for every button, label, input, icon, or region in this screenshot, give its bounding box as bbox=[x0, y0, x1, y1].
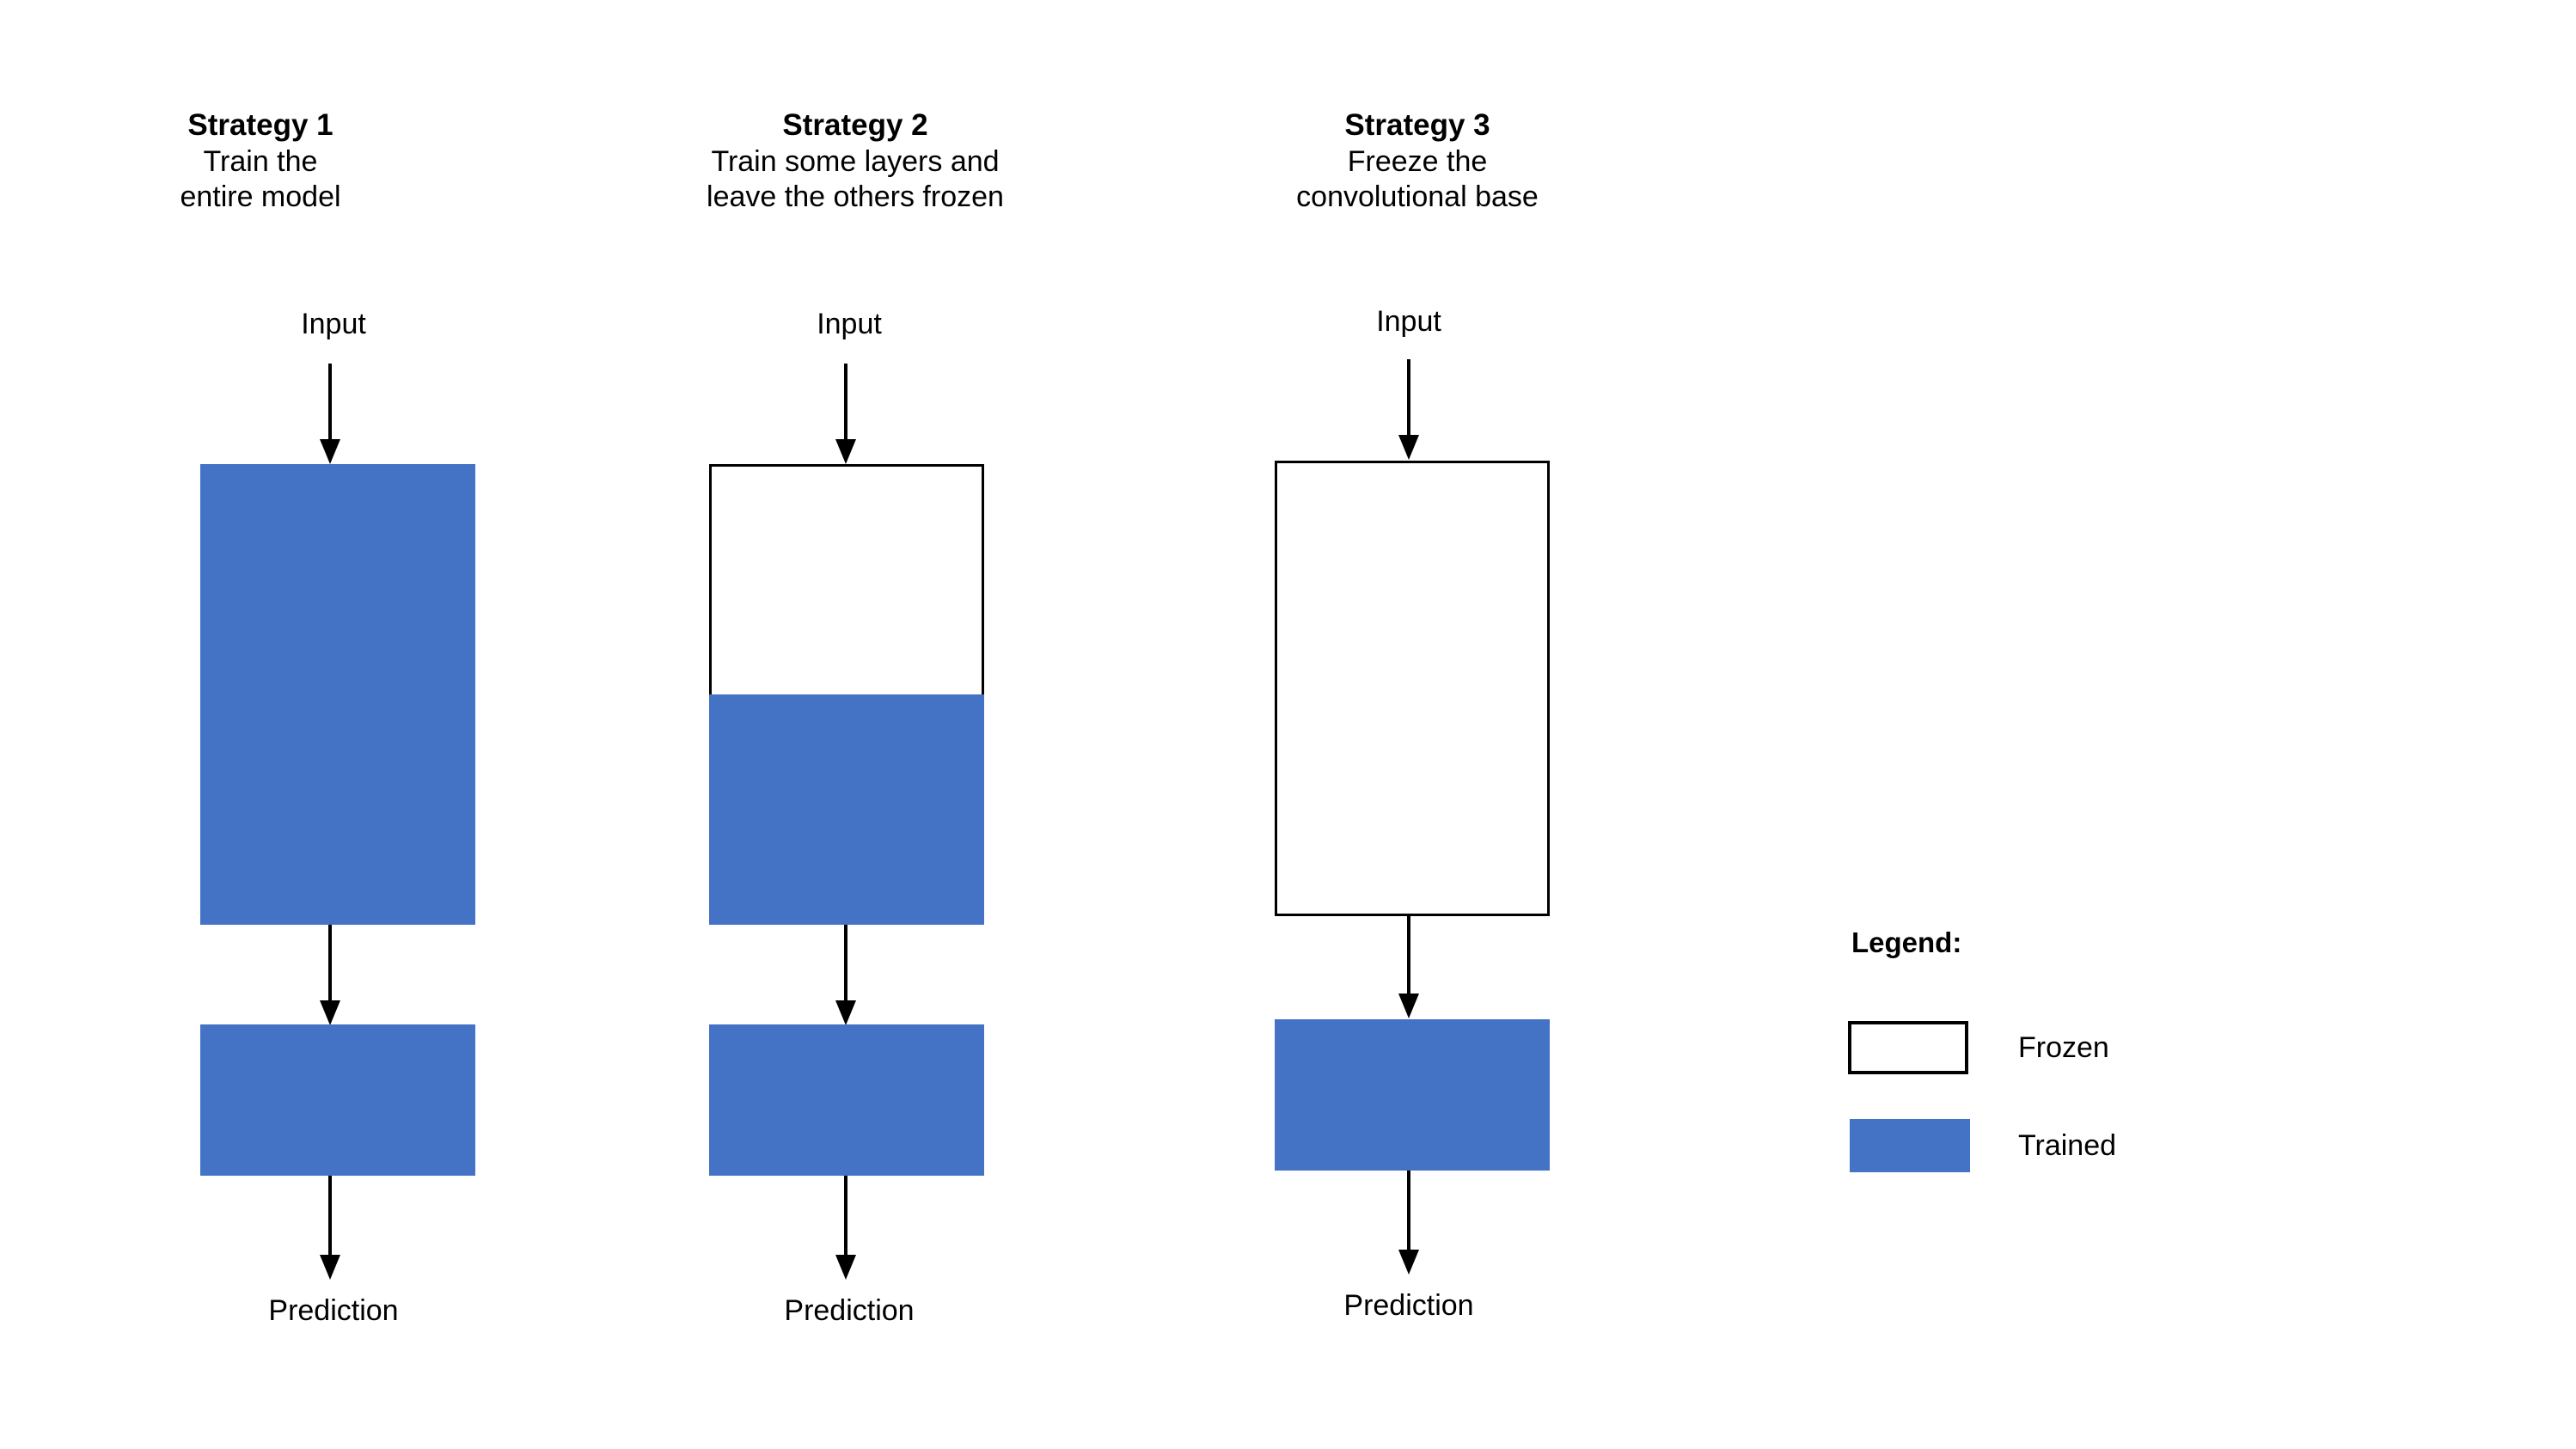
arrow-base-to-head-strategy-3 bbox=[1398, 916, 1420, 1019]
arrow-base-to-head-strategy-2 bbox=[835, 925, 857, 1026]
column-header-strategy-1: Strategy 1 Train the entire model bbox=[28, 107, 493, 216]
legend-swatch-trained bbox=[1850, 1119, 1970, 1172]
column-subtitle-line-2: entire model bbox=[180, 180, 341, 214]
arrow-input-to-base-strategy-3 bbox=[1398, 359, 1420, 461]
input-label-strategy-3: Input bbox=[1376, 305, 1441, 338]
base-block-trained-portion bbox=[709, 694, 984, 925]
arrow-base-to-head-strategy-1 bbox=[319, 925, 341, 1026]
head-block-strategy-2 bbox=[709, 1024, 984, 1176]
input-label-strategy-2: Input bbox=[817, 308, 882, 340]
prediction-label-strategy-2: Prediction bbox=[784, 1294, 915, 1327]
input-label-strategy-1: Input bbox=[301, 308, 366, 340]
base-block-strategy-1 bbox=[200, 464, 475, 925]
legend-swatch-frozen bbox=[1848, 1021, 1968, 1074]
arrow-input-to-base-strategy-2 bbox=[835, 364, 857, 465]
column-subtitle-line-2: convolutional base bbox=[1296, 180, 1539, 214]
arrow-head-to-prediction-strategy-2 bbox=[835, 1176, 857, 1281]
column-subtitle-line-2: leave the others frozen bbox=[707, 180, 1004, 214]
arrow-head-to-prediction-strategy-1 bbox=[319, 1176, 341, 1281]
column-title: Strategy 1 bbox=[187, 108, 333, 142]
head-block-strategy-3 bbox=[1275, 1019, 1550, 1171]
column-header-strategy-2: Strategy 2 Train some layers and leave t… bbox=[554, 107, 1156, 216]
column-subtitle-line-1: Train the bbox=[203, 144, 318, 178]
prediction-label-strategy-3: Prediction bbox=[1343, 1289, 1474, 1322]
arrow-input-to-base-strategy-1 bbox=[319, 364, 341, 465]
column-title: Strategy 3 bbox=[1344, 108, 1490, 142]
legend-label-frozen: Frozen bbox=[2018, 1031, 2109, 1064]
column-header-strategy-3: Strategy 3 Freeze the convolutional base bbox=[1151, 107, 1684, 216]
base-block-strategy-3 bbox=[1275, 461, 1550, 916]
prediction-label-strategy-1: Prediction bbox=[268, 1294, 399, 1327]
column-title: Strategy 2 bbox=[782, 108, 928, 142]
column-subtitle-line-1: Train some layers and bbox=[711, 144, 1000, 178]
column-subtitle-line-1: Freeze the bbox=[1347, 144, 1488, 178]
base-block-strategy-2 bbox=[709, 464, 984, 925]
head-block-strategy-1 bbox=[200, 1024, 475, 1176]
legend-label-trained: Trained bbox=[2018, 1129, 2117, 1162]
legend-title: Legend: bbox=[1851, 926, 1962, 958]
arrow-head-to-prediction-strategy-3 bbox=[1398, 1171, 1420, 1275]
